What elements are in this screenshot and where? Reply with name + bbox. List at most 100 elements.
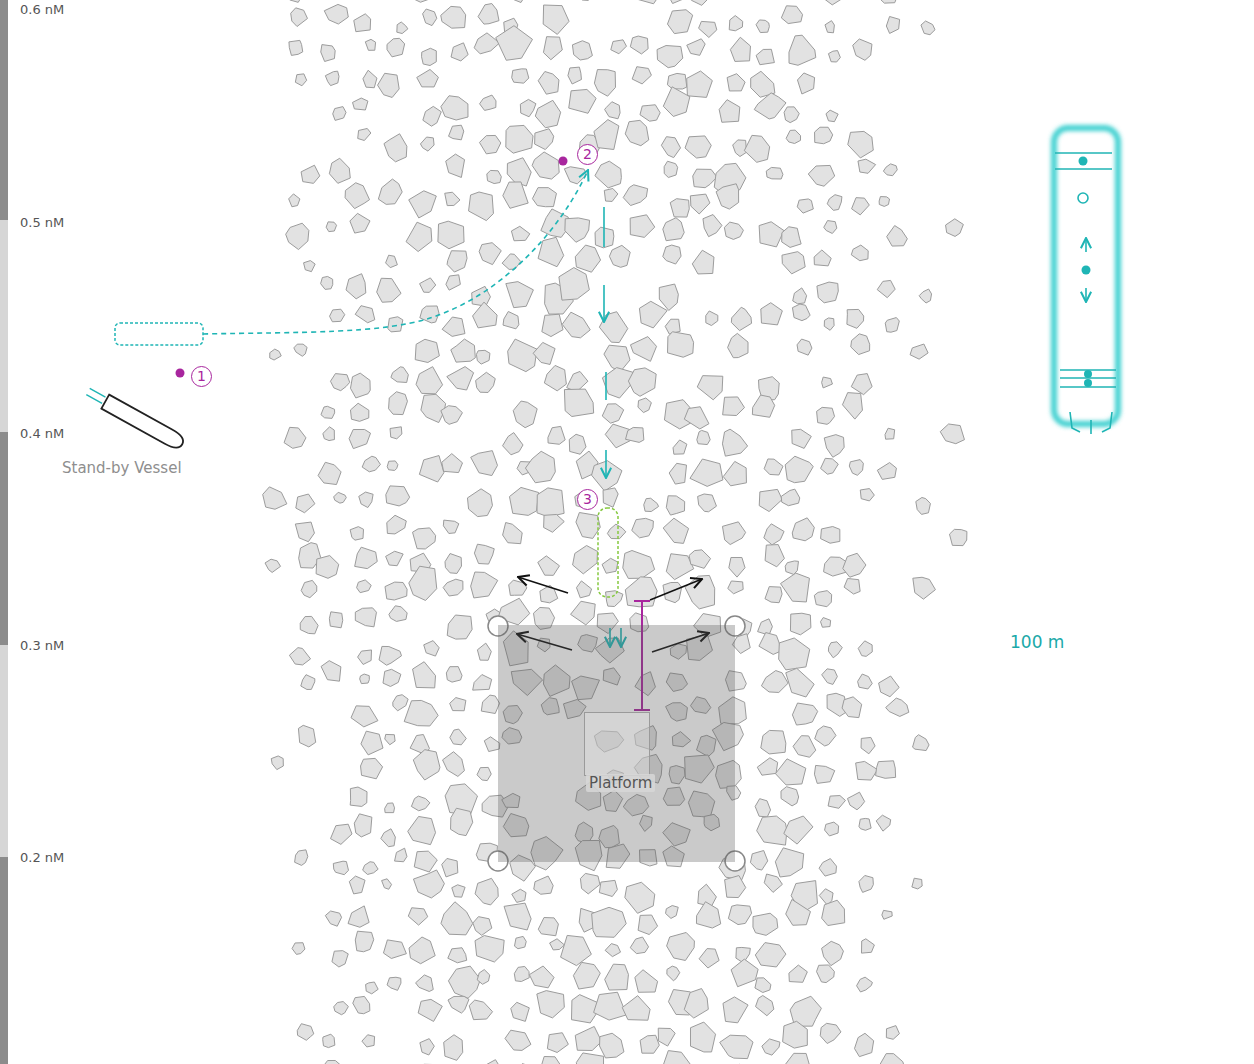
- ice-floe: [378, 179, 402, 204]
- ice-floe: [452, 885, 465, 897]
- ice-floe: [667, 966, 680, 981]
- ice-floe: [413, 528, 436, 549]
- callout-number: 1: [191, 366, 212, 387]
- ice-floe: [511, 226, 529, 240]
- ice-floe: [350, 373, 370, 398]
- ice-floe: [575, 0, 588, 1]
- ice-floe: [602, 404, 623, 423]
- vessel-name: Stand-by Vessel: [60, 459, 184, 477]
- ice-floe: [663, 582, 682, 602]
- ice-floe: [575, 245, 600, 272]
- ice-floe: [632, 67, 651, 84]
- ice-floe: [843, 553, 866, 577]
- ice-floe: [532, 188, 556, 207]
- ice-floe: [330, 824, 352, 844]
- ice-floe: [355, 547, 378, 568]
- ice-floe: [471, 451, 498, 476]
- ice-floe: [416, 367, 443, 394]
- ice-floe: [687, 71, 713, 97]
- ice-floe: [448, 966, 480, 998]
- ice-floe: [669, 463, 686, 484]
- ice-floe: [379, 646, 401, 665]
- ice-floe: [295, 850, 308, 866]
- ice-floe: [478, 4, 499, 25]
- ice-floe: [532, 152, 559, 179]
- ice-floe: [474, 33, 499, 54]
- ice-floe: [447, 367, 474, 390]
- ice-floe: [824, 318, 834, 330]
- ice-floe: [851, 334, 870, 355]
- ice-floe: [753, 913, 778, 935]
- ice-floe: [411, 796, 430, 811]
- ice-floe: [538, 556, 560, 575]
- ice-floe: [387, 515, 407, 534]
- vessel-symbol: [60, 386, 230, 456]
- ice-floe: [451, 43, 468, 61]
- ice-floe: [389, 392, 408, 415]
- ice-floe: [296, 494, 315, 513]
- ice-floe: [538, 918, 558, 936]
- ice-floe: [538, 237, 564, 266]
- ice-floe: [448, 948, 467, 963]
- ice-floe: [571, 601, 596, 625]
- ice-floe: [355, 608, 376, 627]
- vessel-outline: [115, 323, 203, 345]
- ice-floe: [815, 127, 833, 144]
- ice-floe: [775, 848, 803, 877]
- ice-floe: [689, 550, 711, 568]
- ice-floe: [289, 194, 300, 207]
- ice-floe: [390, 427, 402, 439]
- ice-floe: [690, 194, 710, 214]
- ice-floe: [789, 35, 816, 65]
- ice-floe: [450, 729, 466, 745]
- ice-floe: [503, 523, 523, 544]
- ice-floe: [744, 135, 769, 162]
- vessel-hull: [101, 395, 186, 452]
- ice-floe: [761, 730, 786, 754]
- ice-floe: [781, 787, 799, 806]
- ice-floe: [814, 591, 831, 607]
- ice-floe: [529, 966, 554, 988]
- ice-floe: [858, 674, 873, 689]
- ice-floe: [625, 120, 649, 145]
- ice-floe: [445, 192, 460, 205]
- ice-floe: [605, 944, 620, 957]
- ice-floe: [793, 736, 816, 758]
- ice-floe: [414, 851, 437, 872]
- ice-floe: [880, 1054, 905, 1064]
- ice-floe: [391, 367, 408, 383]
- ice-floe: [854, 1033, 873, 1056]
- ice-floe: [473, 675, 492, 691]
- ice-floe: [759, 222, 784, 247]
- ice-floe: [300, 616, 318, 633]
- ice-floe: [443, 520, 458, 533]
- callout-number: 2: [577, 144, 598, 165]
- ice-floe: [786, 130, 800, 143]
- ice-floe: [600, 1033, 624, 1058]
- ice-floe: [385, 582, 407, 600]
- ice-floe: [480, 95, 496, 110]
- distance-tick: 0.2 nM: [18, 850, 66, 865]
- ice-floe: [362, 456, 380, 472]
- ice-floe: [765, 587, 782, 603]
- ice-floe: [562, 312, 590, 338]
- ice-floe: [496, 26, 533, 61]
- ice-floe: [351, 706, 378, 727]
- ice-floe: [323, 1034, 335, 1047]
- ice-floe: [350, 213, 370, 233]
- ice-floe: [685, 136, 711, 158]
- ice-floe: [797, 199, 813, 213]
- ice-floe: [861, 939, 874, 953]
- ice-floe: [289, 648, 310, 665]
- ice-floe: [446, 667, 462, 683]
- ice-floe: [755, 978, 771, 993]
- ice-floe: [325, 71, 339, 85]
- ice-floe: [684, 989, 708, 1019]
- ice-floe: [445, 554, 462, 574]
- ice-floe: [757, 816, 787, 845]
- ice-floe: [723, 397, 745, 416]
- ice-floe: [658, 1028, 675, 1046]
- ice-floe: [599, 880, 617, 896]
- ice-floe: [487, 170, 502, 183]
- ice-floe: [716, 184, 739, 209]
